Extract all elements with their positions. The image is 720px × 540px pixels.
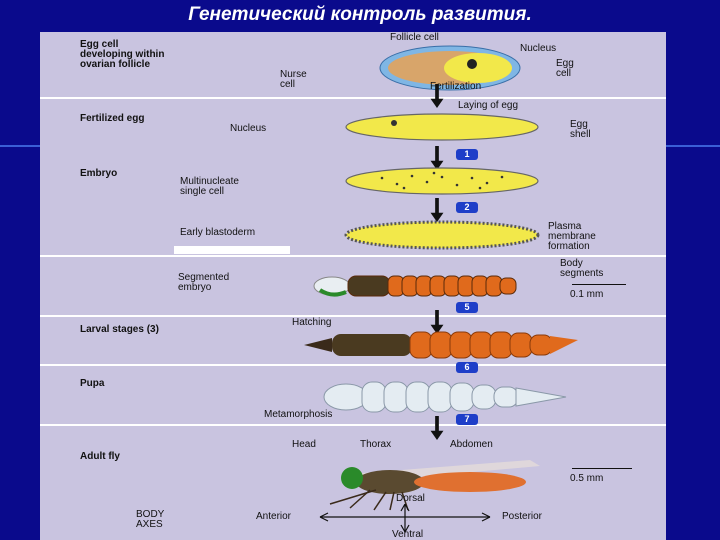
label-scale-2: 0.5 mm (570, 473, 604, 484)
stage-label-embryo: Embryo (80, 168, 118, 179)
label-plasma-membrane: Plasma membrane formation (548, 221, 596, 252)
label-thorax: Thorax (360, 439, 392, 450)
label-posterior: Posterior (502, 511, 543, 522)
step-badge: 7 (456, 414, 478, 425)
stage-label-adult-fly: Adult fly (80, 451, 120, 462)
step-badge: 2 (456, 202, 478, 213)
label-nucleus: Nucleus (520, 43, 557, 54)
step-badge: 1 (456, 149, 478, 160)
label-egg-shell: Egg shell (570, 119, 591, 140)
step-badge: 6 (456, 362, 478, 373)
label-egg-cell: Egg cell (556, 58, 574, 79)
stage-label-larval: Larval stages (3) (80, 324, 159, 335)
segmented-embryo-illustration (313, 275, 517, 297)
label-dorsal: Dorsal (396, 493, 425, 504)
body-axes-icon (319, 503, 491, 533)
white-bar (174, 246, 290, 254)
stage-label-fertilized-egg: Fertilized egg (80, 113, 145, 124)
blastoderm-illustration (344, 220, 540, 250)
adult-fly-illustration (329, 460, 540, 511)
label-hatching: Hatching (292, 317, 332, 328)
label-body-segments: Body segments (560, 258, 604, 279)
larva-illustration (304, 331, 578, 359)
multinucleate-embryo-illustration (345, 167, 539, 195)
row-separator (40, 315, 666, 317)
label-early-blastoderm: Early blastoderm (180, 227, 256, 238)
stage-label-segmented-embryo: Segmented embryo (178, 272, 230, 293)
step-badge: 5 (456, 302, 478, 313)
stage-label-pupa: Pupa (80, 378, 105, 389)
row-separator (40, 424, 666, 426)
label-nurse-cell: Nurse cell (280, 69, 307, 90)
arrow-down-icon (430, 310, 444, 334)
label-nucleus-2: Nucleus (230, 123, 267, 134)
slide-title: Генетический контроль развития. (188, 4, 532, 25)
accent-line-left (0, 145, 40, 147)
scale-bar-1 (572, 284, 626, 285)
row-separator (40, 255, 666, 257)
arrow-down-icon (430, 416, 444, 440)
arrow-down-icon (430, 146, 444, 170)
scale-bar-2 (572, 468, 632, 469)
fertilized-egg-illustration (345, 113, 539, 141)
label-abdomen: Abdomen (450, 439, 493, 450)
diagram-panel: Egg cell developing within ovarian folli… (40, 32, 666, 540)
label-follicle-cell: Follicle cell (390, 32, 439, 43)
row-separator (40, 97, 666, 99)
label-head: Head (292, 439, 316, 450)
label-multinucleate: Multinucleate single cell (180, 176, 239, 197)
label-anterior: Anterior (256, 511, 292, 522)
stage-label-egg-cell: Egg cell developing within ovarian folli… (80, 39, 165, 70)
label-fertilization: Fertilization (430, 81, 482, 92)
label-metamorphosis: Metamorphosis (264, 409, 333, 420)
arrow-down-icon (430, 84, 444, 108)
label-body-axes: BODY AXES (136, 509, 165, 530)
follicle-illustration (379, 45, 521, 91)
label-ventral: Ventral (392, 529, 424, 540)
row-separator (40, 364, 666, 366)
pupa-illustration (323, 381, 567, 413)
label-laying-of-egg: Laying of egg (458, 100, 519, 111)
accent-line-right (666, 145, 720, 147)
arrow-down-icon (430, 198, 444, 222)
label-scale-1: 0.1 mm (570, 289, 604, 300)
